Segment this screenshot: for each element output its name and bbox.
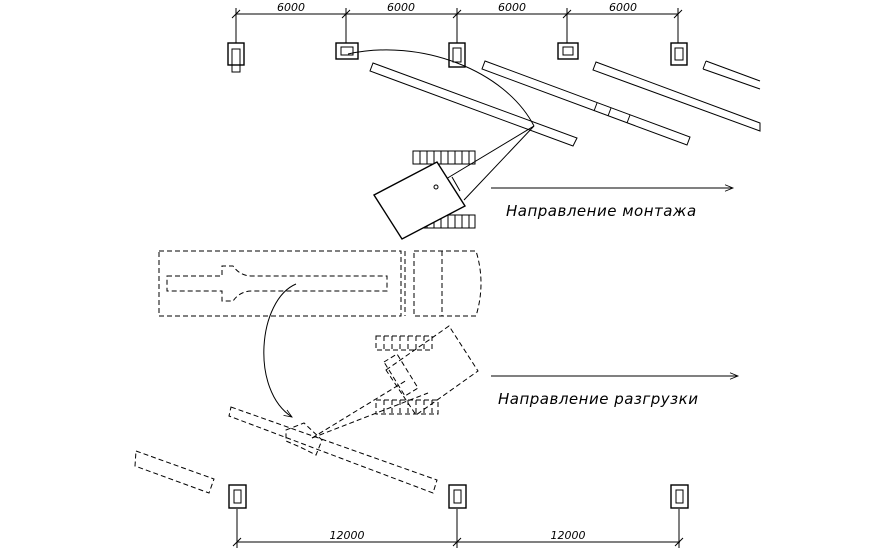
column-bottom-2 xyxy=(448,484,467,509)
bottom-dimension-chain: 12000 12000 xyxy=(232,509,684,548)
crane-track-top-dashed xyxy=(375,335,433,351)
dimension-label-top-1: 6000 xyxy=(277,1,305,14)
column-bottom-1 xyxy=(228,484,247,509)
dimension-label-bottom-1: 12000 xyxy=(330,529,365,542)
dimension-label-top-4: 6000 xyxy=(609,1,637,14)
column-top-2 xyxy=(335,42,359,60)
column-top-4 xyxy=(557,42,579,60)
trailer-outline xyxy=(158,250,402,317)
crane-cab xyxy=(373,161,466,240)
beam-being-mounted xyxy=(369,62,578,147)
installed-beam-2 xyxy=(592,61,761,132)
top-columns xyxy=(227,42,688,73)
beam-being-unloaded xyxy=(134,406,438,494)
dimension-label-top-3: 6000 xyxy=(498,1,526,14)
transport-vehicle xyxy=(158,250,482,317)
unloading-direction-label: Направление разгрузки xyxy=(498,390,698,408)
column-top-5 xyxy=(670,42,688,66)
installed-beams xyxy=(369,60,761,147)
unloading-direction-indicator: Направление разгрузки xyxy=(491,372,740,408)
mounting-direction-label: Направление монтажа xyxy=(506,202,697,220)
crane-track-bottom-dashed xyxy=(375,399,439,415)
crane-mounting-position xyxy=(373,150,476,240)
crane-track-top xyxy=(412,150,476,165)
dimension-label-bottom-2: 12000 xyxy=(551,529,586,542)
crane-cab-dashed xyxy=(385,325,479,416)
dimension-label-top-2: 6000 xyxy=(387,1,415,14)
beam-on-trailer xyxy=(166,265,388,302)
column-bottom-3 xyxy=(670,484,689,509)
top-dimension-chain: 6000 6000 6000 6000 xyxy=(231,1,683,44)
crane-counterweight-dashed xyxy=(383,353,419,397)
crane-boom-lines xyxy=(347,49,535,201)
mounting-direction-indicator: Направление монтажа xyxy=(491,184,735,220)
installed-beam-1 xyxy=(481,60,691,146)
truck-cab xyxy=(413,250,482,317)
column-top-1 xyxy=(227,42,245,73)
crane-unloading-position xyxy=(311,325,479,439)
stacked-beam-left xyxy=(134,450,215,494)
unloading-lift-arc xyxy=(263,283,297,418)
bottom-columns xyxy=(228,484,689,509)
